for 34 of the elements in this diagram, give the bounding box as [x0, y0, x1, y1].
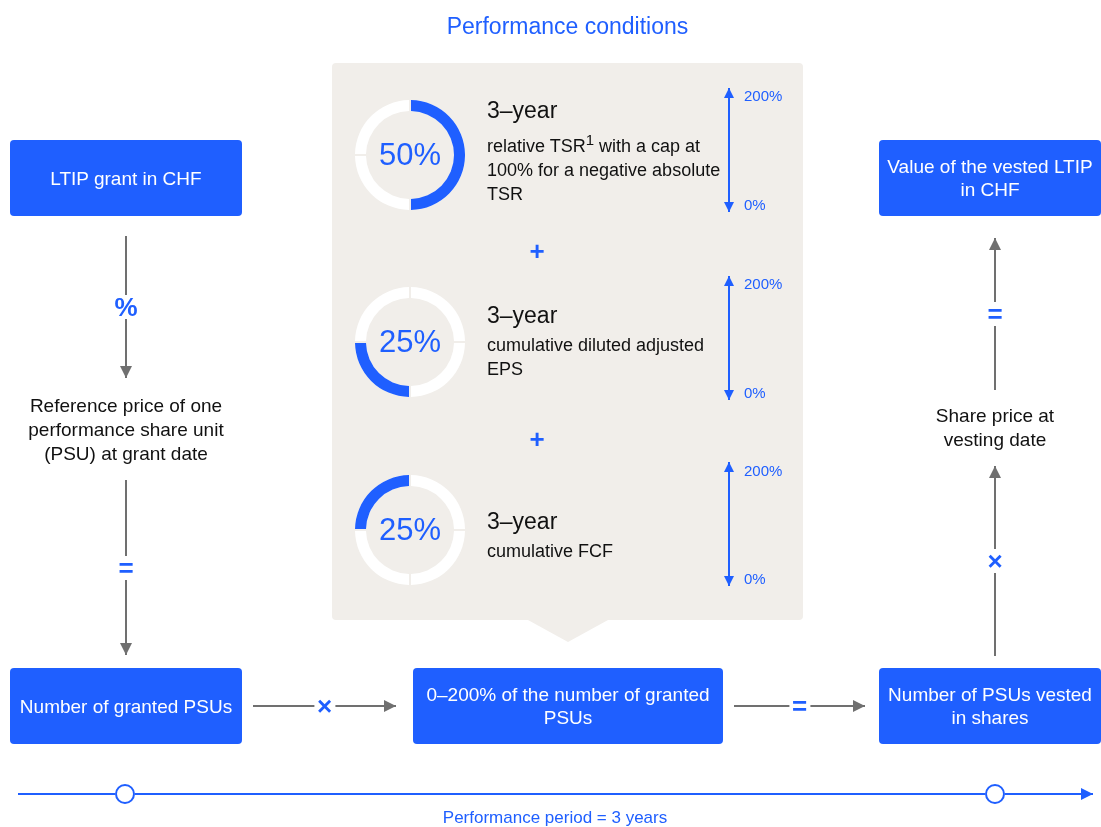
milestone-circle [985, 784, 1005, 804]
scale-max-label: 200% [744, 462, 783, 479]
arrow [989, 237, 1001, 391]
timeline-label: Performance period = 3 years [442, 808, 668, 827]
arrow [120, 479, 132, 656]
step-text: Reference price of one performance share unit (PSU) at grant date [6, 382, 246, 478]
process-box: Value of the vested LTIP in CHF [879, 140, 1101, 216]
arrow [733, 700, 866, 712]
timeline-arrow [1004, 788, 1094, 800]
milestone-circle [115, 784, 135, 804]
process-box: LTIP grant in CHF [10, 140, 242, 216]
metric-heading: 3–year [487, 301, 559, 329]
process-box: Number of granted PSUs [10, 668, 242, 744]
panel-title: Performance conditions [445, 13, 690, 40]
scale-min-label: 0% [744, 570, 766, 587]
metric-description: relative TSR$^{1}$ with a cap at 100% for a negative absolute TSR [487, 130, 722, 206]
process-box: Number of PSUs vested in shares [879, 668, 1101, 744]
scale-min-label: 0% [744, 384, 766, 401]
process-box: 0–200% of the number of granted PSUs [413, 668, 723, 744]
metric-heading: 3–year [487, 507, 559, 535]
percentage-value: 25% [378, 512, 441, 548]
metric-description: cumulative diluted adjusted EPS [487, 334, 706, 381]
plus-sign: + [529, 424, 545, 455]
scale-min-label: 0% [744, 196, 766, 213]
percentage-value: 50% [378, 137, 441, 173]
arrow [252, 700, 397, 712]
percentage-value: 25% [378, 324, 441, 360]
plus-sign: + [529, 236, 545, 267]
metric-description: cumulative FCF [487, 540, 615, 563]
arrow [989, 465, 1001, 657]
metric-heading: 3–year [487, 96, 559, 124]
scale-max-label: 200% [744, 87, 783, 104]
scale-max-label: 200% [744, 275, 783, 292]
step-text: Share price at vesting date [920, 392, 1070, 464]
